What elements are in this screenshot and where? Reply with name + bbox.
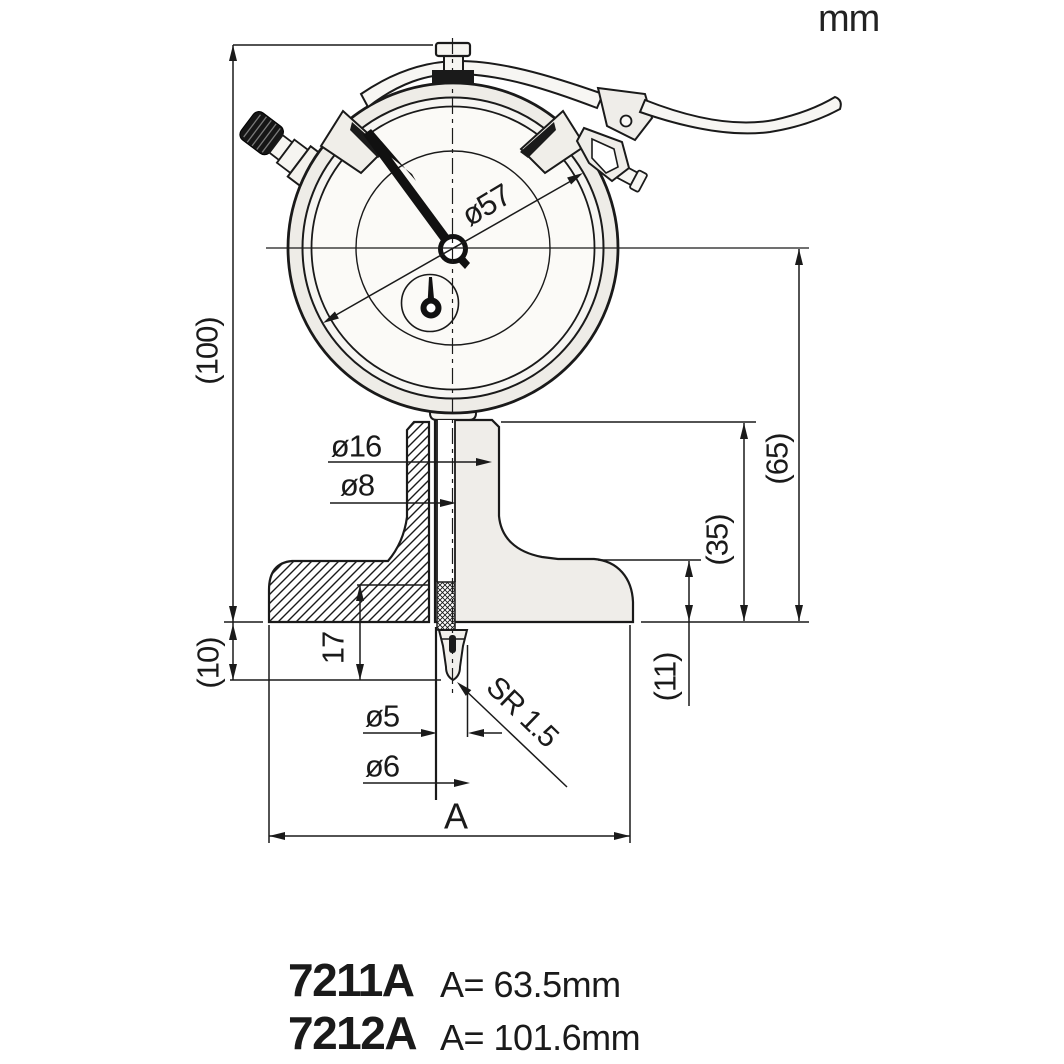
label-base-width: A — [444, 796, 468, 837]
base-right-body — [433, 418, 635, 624]
base-and-stem — [267, 403, 635, 682]
model-code-7212A: 7212A — [288, 1007, 416, 1059]
arrowhead — [229, 45, 237, 61]
arrowhead — [740, 605, 748, 621]
right-clamp-tab — [519, 109, 587, 175]
lever-pivot-bracket — [596, 86, 654, 142]
label-shank-diameter: ø6 — [365, 749, 399, 784]
arrowhead — [356, 585, 364, 601]
needle — [364, 130, 456, 253]
arrowhead — [454, 779, 470, 787]
lifting-lever-handle — [638, 95, 842, 135]
pointer-group — [363, 129, 470, 333]
label-boss-height: (11) — [648, 653, 683, 702]
unit-label: mm — [818, 0, 879, 40]
label-probe-depth: 17 — [316, 632, 351, 664]
arrowhead — [269, 832, 285, 840]
leader-line-sr — [461, 686, 568, 788]
base-left-hatch — [267, 420, 431, 624]
label-center-to-base: (65) — [760, 433, 795, 484]
arrowhead — [229, 606, 237, 622]
arrowhead — [457, 682, 472, 696]
dimension-annotations — [224, 44, 809, 843]
model-code-7211A: 7211A — [288, 954, 414, 1006]
arrowhead — [229, 624, 237, 640]
arrowhead — [440, 499, 456, 507]
arrowhead — [685, 561, 693, 577]
arrowhead — [476, 458, 492, 466]
arrowhead — [795, 249, 803, 265]
subdial-hub — [420, 297, 442, 319]
label-spindle-diameter: ø8 — [340, 468, 374, 503]
label-stem-diameter: ø16 — [331, 429, 381, 464]
knob-ridges — [243, 114, 281, 153]
arrowhead — [795, 605, 803, 621]
model-spec-7212A: A= 101.6mm — [440, 1017, 640, 1058]
model-list: 7211A A= 63.5mm 7212A A= 101.6mm — [288, 954, 641, 1059]
arrowhead — [421, 729, 437, 737]
lever-pivot-pin — [619, 114, 633, 128]
dial-head — [239, 41, 842, 415]
arrowhead — [356, 664, 364, 680]
subdial-pointer — [427, 277, 435, 304]
centerlines — [266, 38, 809, 695]
arrowhead — [614, 832, 630, 840]
right-clamp-tab-slot — [520, 122, 556, 158]
arrowhead — [740, 423, 748, 439]
arrowhead — [567, 173, 583, 185]
label-stem-to-base: (35) — [700, 514, 735, 565]
arrowhead — [685, 605, 693, 621]
arrowhead — [468, 729, 484, 737]
label-overall-height: (100) — [190, 317, 225, 384]
label-base-to-tip: (10) — [191, 637, 226, 688]
arrowhead — [323, 311, 339, 323]
label-tip-diameter: ø5 — [365, 699, 399, 734]
model-spec-7211A: A= 63.5mm — [440, 964, 621, 1005]
clamp-pocket-cutout — [591, 137, 619, 174]
label-tip-radius: SR 1.5 — [480, 670, 565, 753]
arrowhead — [229, 664, 237, 680]
dial-diameter-line — [328, 176, 579, 320]
